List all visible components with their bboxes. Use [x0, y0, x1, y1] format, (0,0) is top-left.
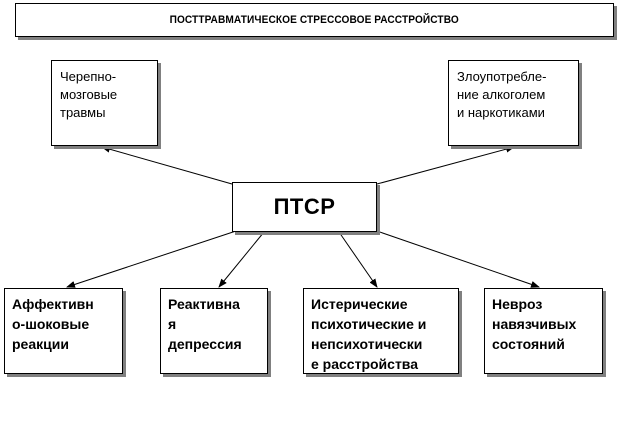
node-obsessive-neurosis: Невроз навязчивых состояний	[484, 288, 603, 374]
arrow-to-reactive	[218, 231, 265, 288]
title-box: ПОСТТРАВМАТИЧЕСКОЕ СТРЕССОВОЕ РАССТРОЙСТ…	[15, 3, 614, 37]
node-traumatic-brain-injury: Черепно- мозговые травмы	[51, 60, 158, 146]
arrow-to-hysteric	[338, 231, 378, 288]
arrow-to-tbi	[101, 145, 233, 185]
node-label: Истерические психотические и непсихотиче…	[311, 296, 427, 372]
arrow-to-abuse	[376, 145, 515, 185]
node-label: Аффективн о-шоковые реакции	[12, 296, 94, 352]
node-reactive-depression: Реактивна я депрессия	[160, 288, 268, 374]
diagram-title: ПОСТТРАВМАТИЧЕСКОЕ СТРЕССОВОЕ РАССТРОЙСТ…	[169, 14, 460, 26]
node-ptsr-center: ПТСР	[232, 182, 377, 232]
node-hysterical-disorders: Истерические психотические и непсихотиче…	[303, 288, 459, 374]
node-affective-shock: Аффективн о-шоковые реакции	[4, 288, 123, 374]
node-label: Реактивна я депрессия	[168, 296, 242, 352]
node-label: Невроз навязчивых состояний	[492, 296, 577, 352]
node-label: Черепно- мозговые травмы	[60, 69, 118, 120]
arrow-to-neurosis	[373, 229, 540, 288]
node-label: Злоупотребле- ние алкоголем и наркотикам…	[457, 69, 547, 120]
arrow-to-affective	[66, 230, 237, 288]
center-label: ПТСР	[273, 194, 336, 219]
node-substance-abuse: Злоупотребле- ние алкоголем и наркотикам…	[448, 60, 579, 146]
